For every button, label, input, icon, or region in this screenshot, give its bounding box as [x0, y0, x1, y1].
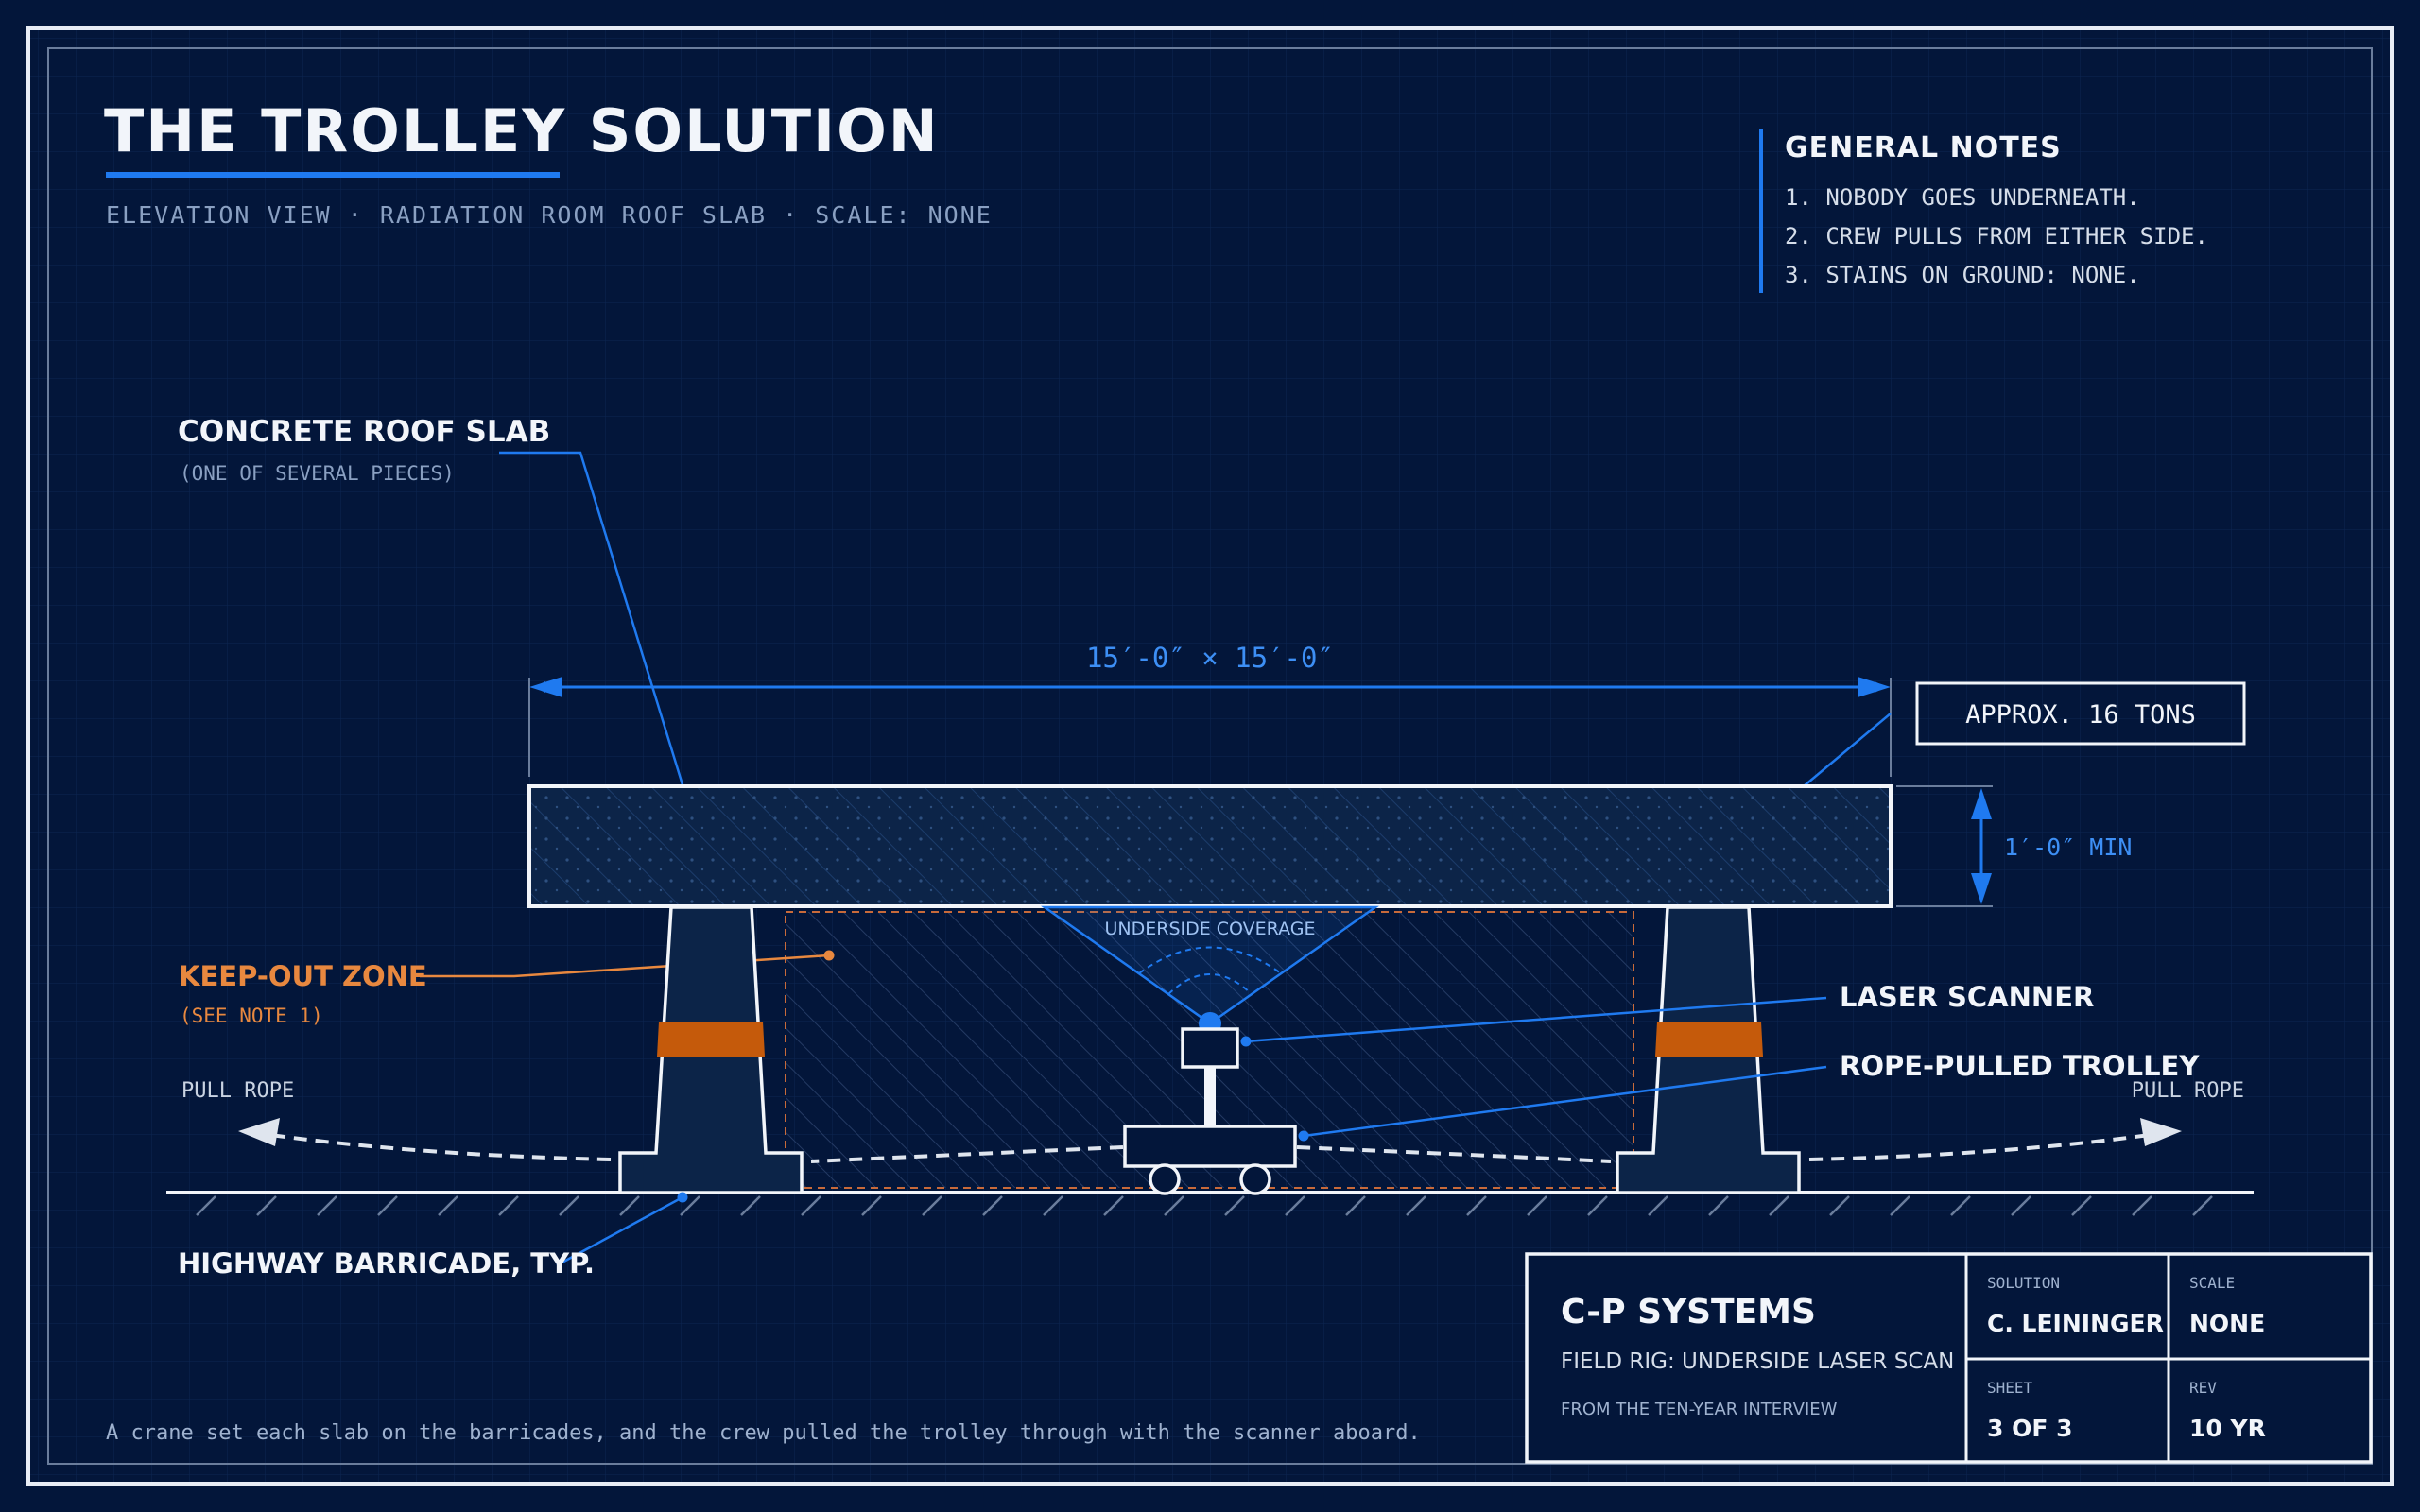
source-note: FROM THE TEN-YEAR INTERVIEW [1561, 1400, 1838, 1419]
page-title: THE TROLLEY SOLUTION [104, 96, 940, 165]
ground-hatch [196, 1195, 2213, 1216]
trolley-wheel-right [1239, 1163, 1271, 1195]
scanner-mast [1204, 1067, 1216, 1126]
outer-frame [26, 26, 2394, 1486]
title-underline [106, 172, 560, 178]
notes-heading: GENERAL NOTES [1785, 131, 2062, 164]
pull-rope-right-label: PULL ROPE [2132, 1079, 2244, 1103]
pull-rope-right-inner [1296, 1145, 1612, 1163]
barricade-left [618, 905, 804, 1194]
note-3: 3. STAINS ON GROUND: NONE. [1785, 262, 2140, 288]
barricade-left-stripe [657, 1022, 765, 1057]
keep-out-sublabel: (SEE NOTE 1) [180, 1005, 323, 1027]
pull-rope-left-label: PULL ROPE [182, 1079, 294, 1103]
trolley-label: ROPE-PULLED TROLLEY [1840, 1050, 2200, 1082]
concrete-slab [527, 784, 1893, 908]
footer-note: A crane set each slab on the barricades,… [106, 1421, 1421, 1445]
rev-value: 10 YR [2189, 1415, 2266, 1442]
slab-label: CONCRETE ROOF SLAB [178, 415, 550, 449]
company-name: C-P SYSTEMS [1561, 1293, 1816, 1332]
inner-frame [47, 47, 2373, 1465]
title-block: C-P SYSTEMS FIELD RIG: UNDERSIDE LASER S… [1525, 1252, 2373, 1464]
slab-leader [499, 451, 694, 816]
weight-text: APPROX. 16 TONS [1965, 700, 2196, 730]
solution-label: SOLUTION [1987, 1274, 2060, 1292]
note-2: 2. CREW PULLS FROM EITHER SIDE. [1785, 223, 2208, 249]
barricade-leader [556, 1195, 683, 1267]
trolley [1123, 1012, 1297, 1195]
trolley-leader [1303, 1065, 1827, 1138]
width-dimension-text: 15′-0″ × 15′-0″ [1086, 642, 1334, 674]
solution-value: C. LEININGER [1987, 1310, 2164, 1337]
sheet-value: 3 OF 3 [1987, 1415, 2073, 1442]
barricade-label: HIGHWAY BARRICADE, TYP. [178, 1247, 595, 1280]
trolley-deck [1123, 1125, 1297, 1168]
coverage-label: UNDERSIDE COVERAGE [1104, 919, 1315, 939]
note-1: 1. NOBODY GOES UNDERNEATH. [1785, 184, 2140, 211]
pull-rope-right-arrow [2140, 1118, 2182, 1146]
notes-accent-bar [1759, 129, 1763, 293]
rig-name: FIELD RIG: UNDERSIDE LASER SCAN [1561, 1349, 1954, 1374]
rev-label: REV [2189, 1379, 2217, 1397]
weight-box [1915, 681, 2246, 746]
barricade-right-stripe [1655, 1022, 1763, 1057]
sheet-label: SHEET [1987, 1379, 2033, 1397]
pull-rope-right-outer [1808, 1130, 2170, 1161]
page-subtitle: ELEVATION VIEW · RADIATION ROOM ROOF SLA… [106, 201, 993, 229]
coverage-cone [1041, 905, 1379, 1025]
pull-rope-left-outer [250, 1130, 612, 1161]
pull-rope-left-arrow [238, 1118, 280, 1146]
slab-sublabel: (ONE OF SEVERAL PIECES) [180, 462, 455, 485]
keep-out-label: KEEP-OUT ZONE [179, 960, 427, 992]
scale-label: SCALE [2189, 1274, 2235, 1292]
laser-scanner-label: LASER SCANNER [1840, 981, 2094, 1013]
laser-scanner-leader [1245, 996, 1827, 1043]
laser-scanner-body [1181, 1027, 1239, 1069]
trolley-wheel-left [1149, 1163, 1181, 1195]
thickness-dimension-text: 1′-0″ MIN [2004, 833, 2132, 861]
scale-value: NONE [2189, 1310, 2265, 1337]
barricade-right [1616, 905, 1801, 1194]
pull-rope-left-inner [810, 1145, 1124, 1163]
